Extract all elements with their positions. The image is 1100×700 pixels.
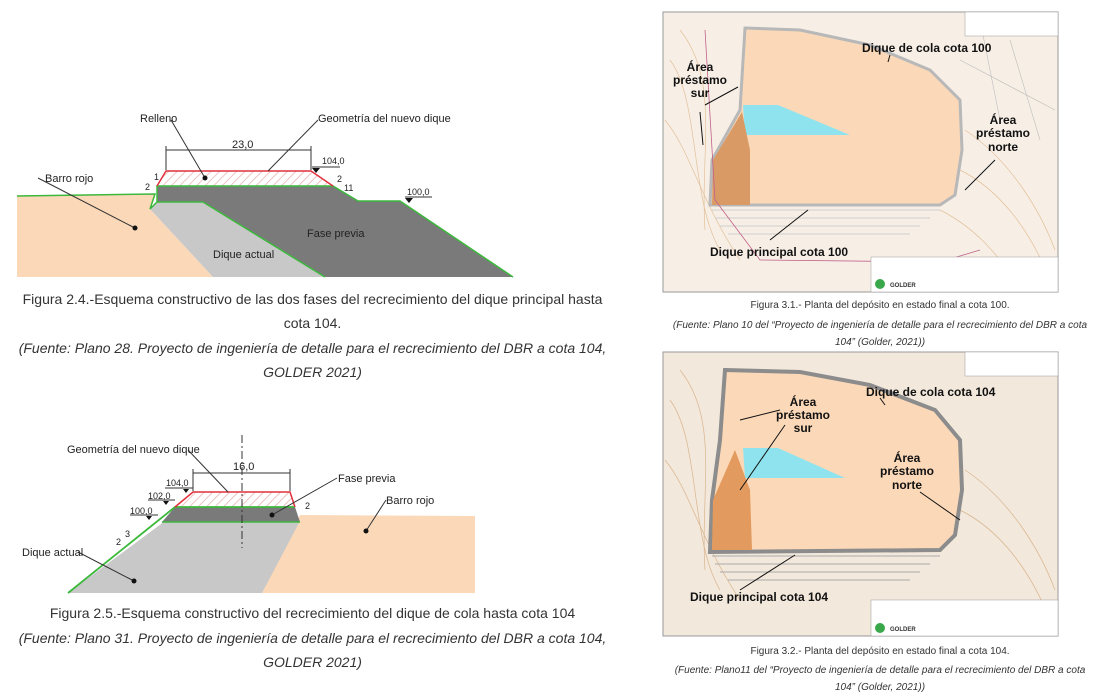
- green-outline: [156, 185, 514, 278]
- slope-label: 3: [125, 529, 130, 539]
- caption-line: Figura 2.4.-Esquema constructivo de las …: [22, 291, 603, 307]
- level-label: 102,0: [148, 491, 171, 501]
- label-width: 23,0: [232, 139, 253, 151]
- fase-previa-area: [157, 186, 513, 277]
- map-label-norte: Área: [990, 112, 1017, 127]
- new-dike-geometry-line: [156, 170, 334, 187]
- label-crest: 104,0: [322, 156, 345, 166]
- map-label-sur: Área: [687, 59, 714, 74]
- source-line: (Fuente: Plano 28. Proyecto de ingenierí…: [18, 340, 607, 356]
- map-label-norte: norte: [892, 478, 922, 492]
- slope-label: 2: [337, 174, 342, 184]
- slope-label: 11: [344, 183, 353, 193]
- label-fase: Fase previa: [338, 473, 396, 485]
- label-barro: Barro rojo: [45, 173, 93, 185]
- source-line: 104” (Golder, 2021)): [834, 337, 926, 348]
- golder-logo: GOLDER: [890, 627, 916, 633]
- label-fase: Fase previa: [307, 228, 365, 240]
- relleno-area: [175, 492, 295, 507]
- map-label-dique-cola: Dique de cola cota 100: [862, 41, 992, 55]
- source-line: (Fuente: Plano 10 del “Proyecto de ingen…: [672, 320, 1088, 331]
- source-line: GOLDER 2021): [263, 654, 362, 670]
- slope-label: 2: [145, 182, 150, 192]
- source-line: (Fuente: Plano 31. Proyecto de ingenierí…: [18, 630, 607, 646]
- map-label-principal: Dique principal cota 104: [690, 590, 828, 604]
- label-dique: Dique actual: [22, 547, 83, 559]
- label-barro: Barro rojo: [386, 495, 434, 507]
- map-label-sur: préstamo: [673, 73, 727, 87]
- figure-2-5-source: (Fuente: Plano 31. Proyecto de ingenierí…: [0, 626, 625, 674]
- figure-2-5-caption: Figura 2.5.-Esquema constructivo del rec…: [49, 605, 576, 621]
- level-label: 100,0: [130, 506, 153, 516]
- caption-line: cota 104.: [283, 315, 342, 331]
- slope-label: 2: [305, 501, 310, 511]
- map-label-principal: Dique principal cota 100: [710, 245, 848, 259]
- map-label-sur: sur: [691, 86, 710, 100]
- map-label-dique-cola: Dique de cola cota 104: [866, 385, 996, 399]
- golder-logo: GOLDER: [890, 283, 916, 289]
- figure-3-2-source: (Fuente: Plano11 del “Proyecto de ingeni…: [660, 662, 1100, 696]
- source-line: 104” (Golder, 2021)): [834, 682, 926, 693]
- figure-2-4-source: (Fuente: Plano 28. Proyecto de ingenierí…: [0, 336, 625, 384]
- map-label-sur: Área: [790, 394, 817, 409]
- source-line: (Fuente: Plano11 del “Proyecto de ingeni…: [674, 665, 1086, 676]
- level-label: 104,0: [166, 478, 189, 488]
- map-label-norte: préstamo: [976, 126, 1030, 140]
- figure-2-4-caption: Figura 2.4.-Esquema constructivo de las …: [0, 287, 625, 335]
- map-label-norte: Área: [894, 450, 921, 465]
- label-level: 100,0: [407, 187, 430, 197]
- map-label-norte: préstamo: [880, 464, 934, 478]
- map-figure-3-1: GOLDER Dique de cola cota 100 Área prést…: [662, 11, 1059, 293]
- map-label-sur: préstamo: [776, 408, 830, 422]
- figure-3-1-caption: Figura 3.1.- Planta del depósito en esta…: [750, 300, 1010, 311]
- relleno-area: [157, 171, 333, 186]
- label-dique: Dique actual: [213, 249, 274, 261]
- slope-label: 1: [154, 172, 159, 182]
- slope-label: 2: [116, 537, 121, 547]
- green-outline: [16, 193, 326, 278]
- barro-rojo-area: [262, 515, 475, 593]
- label-width: 16,0: [233, 461, 254, 473]
- map-figure-3-2: GOLDER Dique de cola cota 104 Área prést…: [662, 351, 1059, 637]
- label-geometria: Geometría del nuevo dique: [318, 113, 451, 125]
- source-line: GOLDER 2021): [263, 364, 362, 380]
- barro-rojo-area: [17, 194, 213, 277]
- figure-3-2-caption: Figura 3.2.- Planta del depósito en esta…: [750, 646, 1010, 657]
- label-geometria: Geometría del nuevo dique: [67, 444, 200, 456]
- figure-3-1-source: (Fuente: Plano 10 del “Proyecto de ingen…: [660, 317, 1100, 351]
- map-label-sur: sur: [794, 421, 813, 435]
- label-relleno: Relleno: [140, 113, 177, 125]
- map-label-norte: norte: [988, 140, 1018, 154]
- new-dike-geometry-line: [174, 491, 296, 508]
- fase-previa-area: [162, 507, 300, 522]
